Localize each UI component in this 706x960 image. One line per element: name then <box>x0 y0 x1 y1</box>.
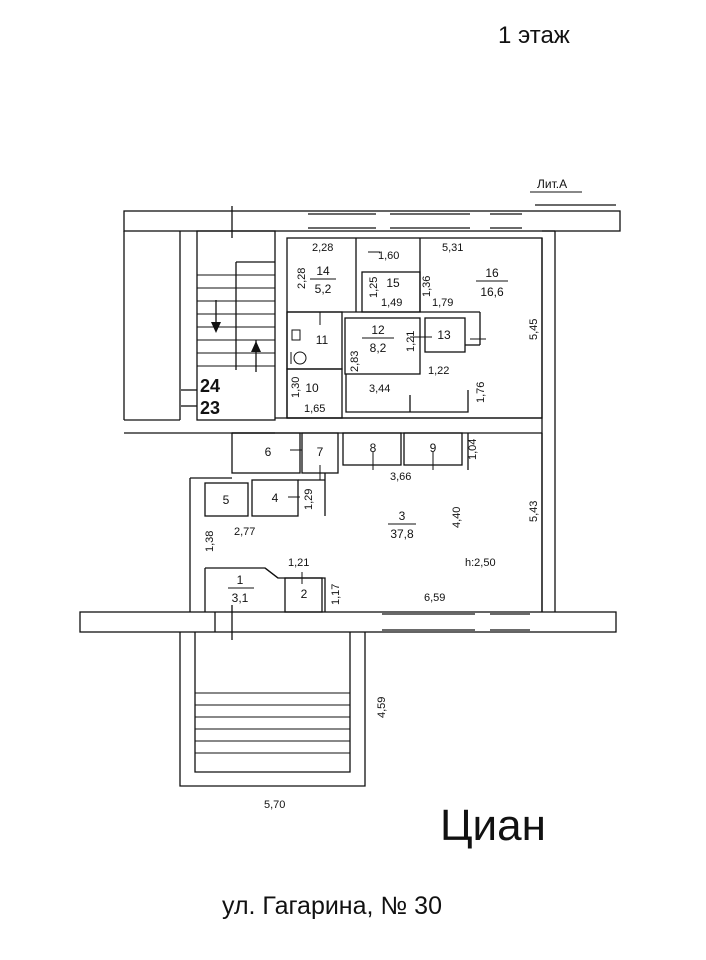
dimension: 5,70 <box>264 799 285 811</box>
room-number: 6 <box>265 445 272 459</box>
dimension-labels: 2,28 1,60 5,31 2,28 1,25 1,36 1,49 1,79 … <box>204 242 540 811</box>
dimension: 6,59 <box>424 592 445 604</box>
room-number: 11 <box>316 333 329 347</box>
watermark: Циан <box>440 801 546 850</box>
dimension: 1,29 <box>303 489 315 510</box>
dimension: 3,44 <box>369 383 390 395</box>
dimension: 1,04 <box>467 439 479 460</box>
lit-label: Лит.А <box>537 177 567 191</box>
room-area: 37,8 <box>390 527 414 541</box>
room-number: 13 <box>437 328 451 342</box>
room-number: 8 <box>370 441 377 455</box>
dimension: 1,21 <box>405 331 417 352</box>
room-labels: 1 3,1 2 3 37,8 4 5 6 7 8 9 10 11 12 8,2 … <box>223 264 508 605</box>
room-number: 10 <box>305 381 319 395</box>
dimension-ticks <box>288 251 486 584</box>
dimension: 1,65 <box>304 403 325 415</box>
dimension: 2,28 <box>296 268 308 289</box>
dimension: 4,40 <box>451 507 463 528</box>
dimension: 2,28 <box>312 242 333 254</box>
dimension: 3,66 <box>390 471 411 483</box>
dimension: 1,30 <box>290 377 302 398</box>
dimension: 2,83 <box>349 351 361 372</box>
toilet-fixtures <box>290 329 307 365</box>
room-number: 9 <box>430 441 437 455</box>
room-number: 4 <box>272 491 279 505</box>
room-number: 2 <box>301 587 308 601</box>
dimension: 1,79 <box>432 297 453 309</box>
stair-number-23: 23 <box>200 398 220 418</box>
dimension: 1,38 <box>204 531 216 552</box>
walls <box>79 204 621 787</box>
dimension: 5,45 <box>528 319 540 340</box>
dimension: 1,76 <box>475 382 487 403</box>
stair-number-24: 24 <box>200 376 220 396</box>
dimension: h:2,50 <box>465 557 496 569</box>
dimension: 1,21 <box>288 557 309 569</box>
room-number: 16 <box>485 266 499 280</box>
dimension: 1,25 <box>368 277 380 298</box>
room-number: 14 <box>316 264 330 278</box>
stair-arrows <box>211 300 261 372</box>
room-area: 16,6 <box>480 285 504 299</box>
dimension: 1,22 <box>428 365 449 377</box>
room-area: 3,1 <box>232 591 249 605</box>
room-number: 15 <box>386 276 400 290</box>
room-number: 5 <box>223 493 230 507</box>
dimension: 1,60 <box>378 250 399 262</box>
room-number: 1 <box>237 573 244 587</box>
dimension: 1,36 <box>421 276 433 297</box>
dimension: 2,77 <box>234 526 255 538</box>
dimension: 1,49 <box>381 297 402 309</box>
room-number: 3 <box>399 509 406 523</box>
dimension: 5,43 <box>528 501 540 522</box>
dimension: 1,17 <box>330 584 342 605</box>
floor-title: 1 этаж <box>498 22 570 49</box>
room-area: 8,2 <box>370 341 387 355</box>
dimension: 4,59 <box>376 697 388 718</box>
room-number: 7 <box>317 445 324 459</box>
address-caption: ул. Гагарина, № 30 <box>222 892 442 920</box>
room-area: 5,2 <box>315 282 332 296</box>
room-number: 12 <box>371 323 385 337</box>
dimension: 5,31 <box>442 242 463 254</box>
